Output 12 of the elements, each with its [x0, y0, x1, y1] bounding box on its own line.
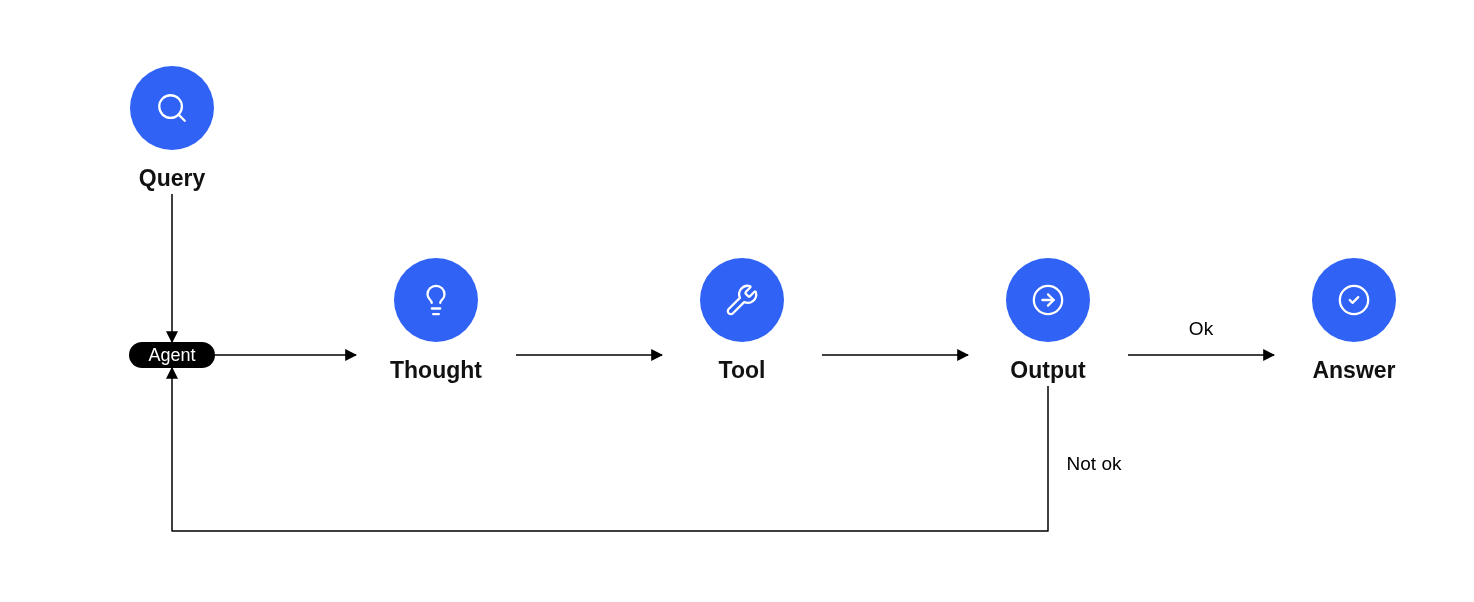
step-label: Tool [718, 356, 766, 384]
step-label: Answer [1312, 356, 1396, 384]
step-label: Query [138, 164, 206, 192]
agent-pill: Agent [129, 342, 215, 368]
arrow [1127, 349, 1276, 361]
arrow [515, 349, 664, 361]
arrow [166, 366, 1049, 532]
arrow [214, 349, 358, 361]
arrow [821, 349, 970, 361]
step-label: Output [1010, 356, 1086, 384]
arrow [166, 193, 178, 344]
step-label: Thought [390, 356, 482, 384]
